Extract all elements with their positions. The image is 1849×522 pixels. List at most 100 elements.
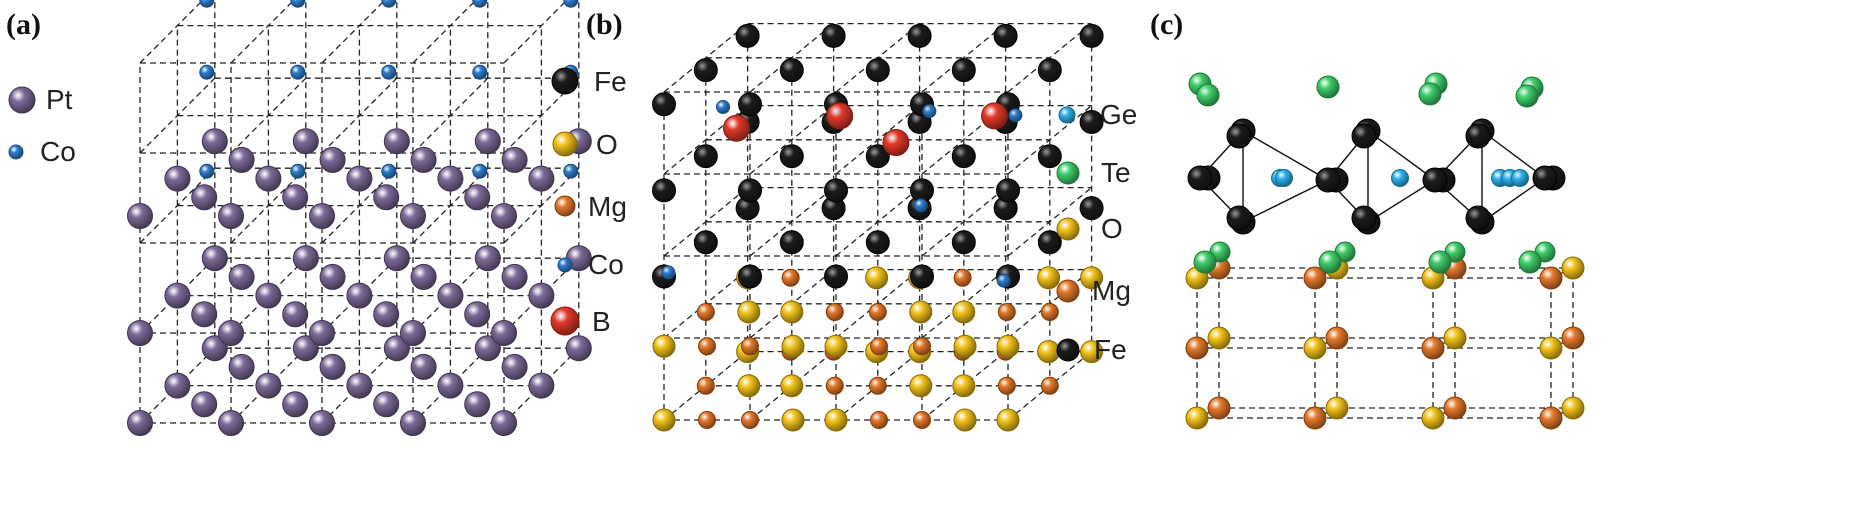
fe-atom (693, 230, 718, 255)
panel-c: (c) (1150, 8, 1585, 430)
pt-atom (218, 320, 244, 346)
b-atom (723, 114, 750, 142)
lattice-line (1007, 105, 1093, 175)
mg-atom (1185, 336, 1209, 360)
o-atom (909, 300, 933, 324)
o-atom (1539, 336, 1563, 360)
fe-atom (1351, 123, 1377, 149)
pt-atom (218, 410, 244, 436)
co-atom (199, 0, 215, 8)
legend-label-pt: Pt (46, 84, 73, 115)
lattice-line (230, 0, 295, 64)
mg-atom (1325, 326, 1349, 350)
fe-atom (1532, 165, 1558, 191)
pt-atom (474, 335, 501, 362)
mg-atom (1303, 406, 1327, 430)
o-atom (780, 300, 804, 324)
co-atom (290, 163, 306, 179)
lattice-line (663, 23, 749, 93)
fe-atom (1079, 110, 1104, 134)
fe-atom (652, 92, 676, 117)
mg-atom (696, 376, 715, 395)
o-atom (952, 374, 976, 398)
legend-item-pt: Pt (8, 84, 73, 115)
fe-atom (910, 264, 934, 289)
fe-atom (993, 23, 1018, 48)
lattice-line (321, 77, 398, 154)
o-atom (652, 408, 676, 432)
o-atom (1561, 396, 1585, 420)
o-atom-icon (552, 131, 578, 157)
mg-atom (870, 337, 888, 356)
pt-atom (309, 410, 335, 436)
o-atom (1080, 340, 1104, 364)
fe-atom (1226, 123, 1252, 149)
legend-label-co: Co (40, 136, 76, 167)
lattice-line (835, 23, 921, 93)
legend-label-fe: Fe (1094, 334, 1127, 365)
fe-atom-icon (551, 67, 579, 95)
pt-atom (319, 146, 346, 173)
pt-atom (201, 245, 228, 272)
panel-b-legend: Fe O Mg Co B (550, 66, 627, 337)
fe-atom (1315, 167, 1341, 193)
o-atom (781, 334, 805, 358)
fe-atom (951, 58, 976, 83)
pt-atom (292, 245, 319, 272)
fe-atom (1079, 196, 1104, 221)
fe-atom (1079, 23, 1104, 48)
co-atom (199, 64, 215, 80)
mg-atom (696, 303, 715, 321)
pt-atom (346, 282, 373, 309)
pt-atom (373, 301, 400, 328)
pt-atom (282, 184, 309, 211)
ge-atom (1275, 169, 1293, 187)
mg-atom (1561, 326, 1585, 350)
pt-atom (255, 165, 282, 192)
co-atom (913, 198, 928, 213)
fe-atom (1351, 205, 1377, 231)
ge-atom (1511, 169, 1529, 187)
mg-atom-icon (554, 195, 576, 217)
pt-atom (400, 410, 426, 436)
panel-c-atoms (1185, 72, 1585, 430)
fe-atom (1226, 205, 1252, 231)
fe-atom (693, 144, 718, 169)
mg-atom (1539, 406, 1563, 430)
pt-atom (164, 282, 191, 309)
fe-atom (824, 264, 848, 289)
mg-atom (913, 337, 931, 356)
mg-atom-icon (1056, 279, 1080, 303)
fe-atom (779, 144, 804, 169)
lattice-line (749, 105, 835, 175)
mg-atom (997, 376, 1016, 395)
pt-atom (191, 184, 218, 211)
pt-atom (491, 320, 517, 346)
pt-atom (383, 245, 410, 272)
pt-atom (309, 203, 335, 229)
co-atom (472, 163, 488, 179)
te-atom-icon (1056, 161, 1080, 185)
pt-atom (228, 146, 255, 173)
fe-atom (865, 230, 890, 255)
o-atom (1185, 406, 1209, 430)
mg-atom (1040, 303, 1059, 321)
lattice-line (139, 167, 216, 244)
panel-b-atoms (652, 23, 1104, 432)
te-atom (1515, 84, 1539, 108)
o-atom (1037, 340, 1061, 364)
o-atom (737, 300, 761, 324)
te-atom (1196, 83, 1220, 107)
o-atom (781, 408, 805, 432)
o-atom (996, 334, 1020, 358)
b-atom-icon (550, 306, 580, 336)
pt-atom-icon (8, 86, 36, 114)
co-atom (199, 163, 215, 179)
legend-item-fe: Fe (1056, 334, 1127, 365)
lattice-line (663, 187, 749, 257)
pt-atom (501, 146, 528, 173)
panel-a: (a) Pt Co (6, 0, 592, 436)
pt-atom (491, 410, 517, 436)
o-atom (652, 334, 676, 358)
mg-atom (868, 376, 887, 395)
